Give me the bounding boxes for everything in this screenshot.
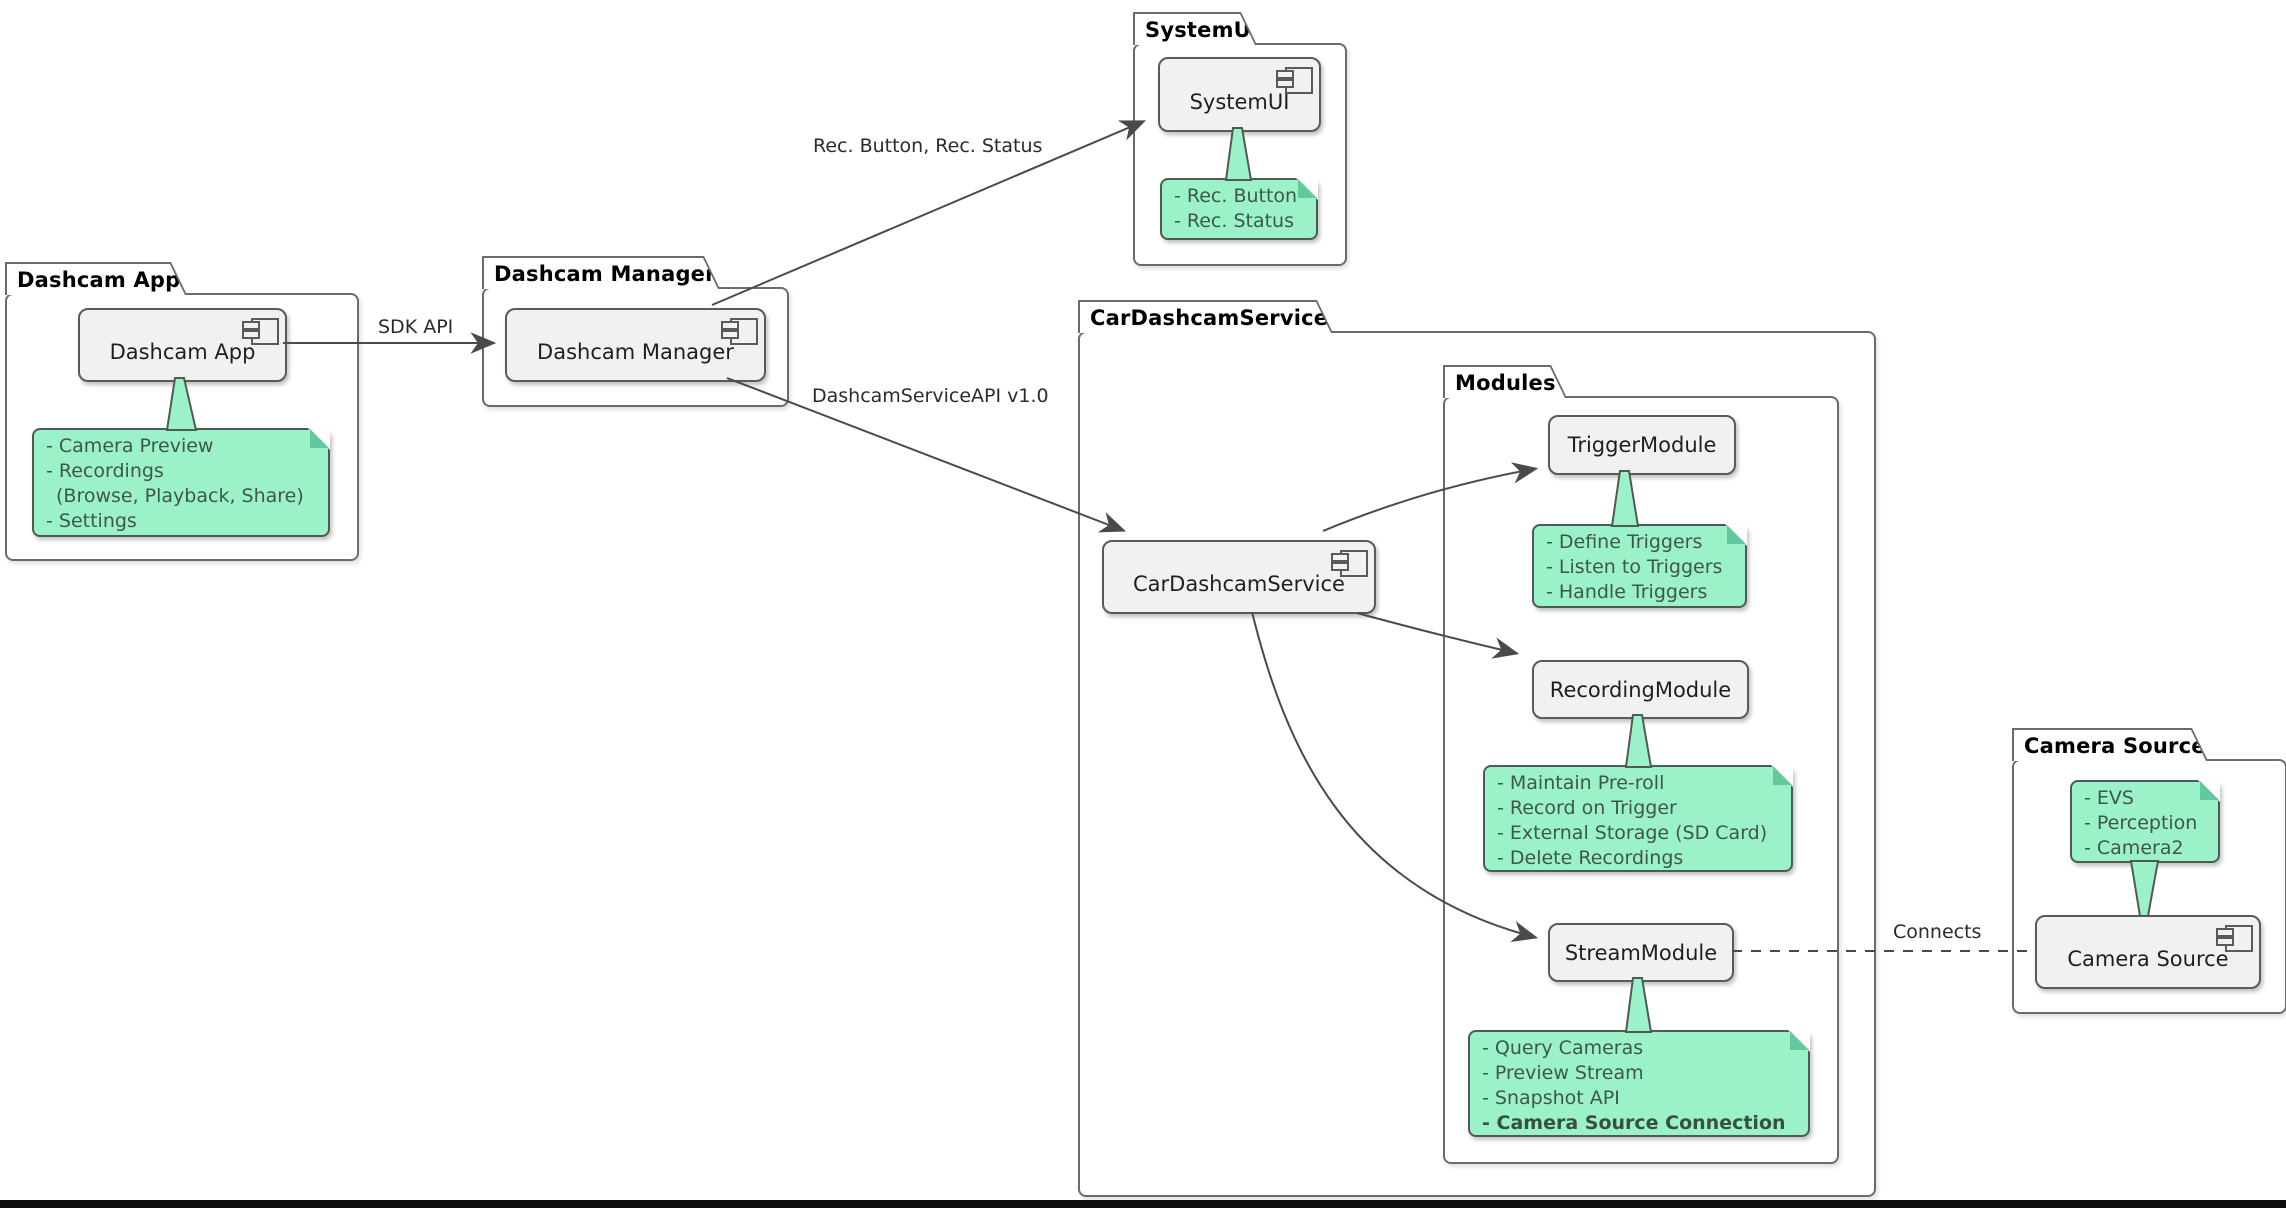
edge-label-connects: Connects: [1893, 921, 1982, 943]
component-systemui: SystemUI: [1158, 57, 1321, 132]
note-line: - Define Triggers: [1546, 531, 1703, 553]
package-tab-modules: Modules: [1443, 365, 1567, 398]
component-label: SystemUI: [1189, 89, 1290, 114]
component-label: RecordingModule: [1549, 677, 1732, 702]
component-stream-module: StreamModule: [1548, 923, 1734, 982]
note-camera-source: - EVS - Perception - Camera2: [2070, 780, 2220, 863]
package-tab-dashcam-app: Dashcam App: [5, 262, 187, 295]
edge-label-sdk-api: SDK API: [378, 316, 454, 338]
component-icon: [2216, 925, 2253, 952]
note-line: - Query Cameras: [1482, 1037, 1644, 1059]
edge-label-rec-status: Rec. Button, Rec. Status: [813, 135, 1043, 157]
package-title-camera-source: Camera Source: [2024, 733, 2206, 758]
component-icon: [242, 318, 279, 345]
component-dashcam-app: Dashcam App: [78, 308, 287, 382]
note-trigger-module: - Define Triggers - Listen to Triggers -…: [1532, 524, 1747, 608]
note-dashcam-app: - Camera Preview - Recordings (Browse, P…: [32, 428, 330, 537]
note-line: - Camera Source Connection: [1482, 1112, 1786, 1134]
component-icon: [1276, 67, 1313, 94]
note-stream-module: - Query Cameras - Preview Stream - Snaps…: [1468, 1030, 1810, 1137]
component-icon: [721, 318, 758, 345]
component-dashcam-manager: Dashcam Manager: [505, 308, 766, 382]
note-line: - Record on Trigger: [1497, 797, 1677, 819]
note-line: - Delete Recordings: [1497, 847, 1684, 869]
note-line: - Snapshot API: [1482, 1087, 1620, 1109]
package-tab-systemui: SystemUI: [1133, 12, 1257, 45]
package-title-dashcam-app: Dashcam App: [17, 267, 181, 292]
note-line: - Preview Stream: [1482, 1062, 1644, 1084]
note-line: - Rec. Status: [1174, 210, 1295, 232]
note-recording-module: - Maintain Pre-roll - Record on Trigger …: [1483, 765, 1793, 872]
package-title-systemui: SystemUI: [1145, 17, 1259, 42]
package-cardashcamservice: [1078, 331, 1876, 1197]
component-label: TriggerModule: [1567, 433, 1717, 457]
package-title-modules: Modules: [1455, 370, 1556, 395]
component-trigger-module: TriggerModule: [1548, 415, 1736, 475]
package-title-cardashcamservice: CarDashcamService: [1090, 305, 1329, 330]
note-line: - Recordings: [46, 460, 164, 482]
note-line: - Perception: [2084, 812, 2198, 834]
package-tab-cardashcamservice: CarDashcamService: [1078, 300, 1333, 333]
note-line: (Browse, Playback, Share): [56, 485, 304, 507]
bottom-bar: [0, 1200, 2286, 1208]
note-systemui: - Rec. Button - Rec. Status: [1160, 178, 1318, 240]
note-line: - EVS: [2084, 787, 2134, 809]
note-line: - Maintain Pre-roll: [1497, 772, 1665, 794]
component-cardashcamservice: CarDashcamService: [1102, 540, 1376, 614]
package-tab-camera-source: Camera Source: [2012, 728, 2208, 761]
component-label: Dashcam Manager: [537, 340, 734, 364]
note-line: - Listen to Triggers: [1546, 556, 1723, 578]
component-label: Dashcam App: [109, 340, 256, 364]
component-label: StreamModule: [1564, 940, 1718, 965]
note-line: - Camera2: [2084, 837, 2184, 859]
component-camera-source: Camera Source: [2035, 915, 2261, 989]
note-line: - Rec. Button: [1174, 185, 1298, 207]
note-line: - External Storage (SD Card): [1497, 822, 1768, 844]
component-label: CarDashcamService: [1133, 572, 1345, 596]
note-line: - Camera Preview: [46, 435, 214, 457]
package-title-dashcam-manager: Dashcam Manager: [494, 261, 716, 286]
component-label: Camera Source: [2067, 947, 2229, 971]
edge-label-service-api: DashcamServiceAPI v1.0: [812, 385, 1049, 407]
package-tab-dashcam-manager: Dashcam Manager: [482, 256, 720, 289]
note-line: - Handle Triggers: [1546, 581, 1708, 603]
note-line: - Settings: [46, 510, 137, 532]
component-icon: [1331, 550, 1368, 577]
component-recording-module: RecordingModule: [1532, 660, 1749, 719]
